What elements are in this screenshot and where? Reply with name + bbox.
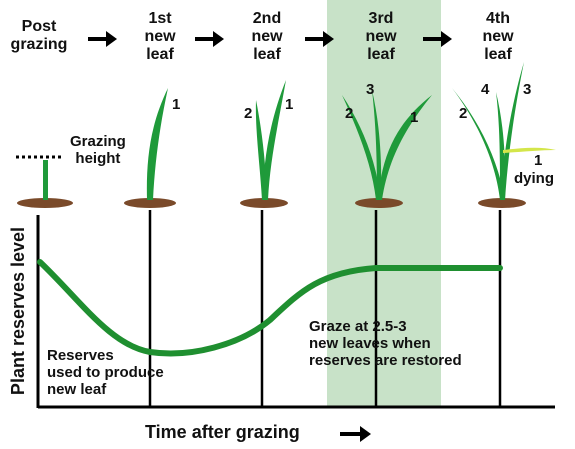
leaf-number: 2	[345, 105, 354, 122]
leaf-number: 1	[285, 96, 294, 113]
stage-label-line: new	[365, 28, 397, 45]
annotation-line: Reserves	[47, 347, 114, 364]
y-axis-label: Plant reserves level	[8, 226, 28, 396]
arrow-right-icon	[340, 426, 371, 442]
stage-label-3rd: 3rd new leaf	[351, 10, 411, 64]
arrow-right-icon	[88, 31, 117, 47]
leaf-number: 4	[481, 81, 490, 98]
annotation-line: reserves are restored	[309, 352, 462, 369]
arrow-right-icon	[195, 31, 224, 47]
grazing-height-line-text: Grazing	[70, 133, 126, 150]
annotation-line: new leaf	[47, 381, 107, 398]
reserves-curve	[37, 259, 503, 357]
plant-stub	[43, 160, 48, 200]
dying-label: dying	[514, 170, 554, 187]
soil-2	[240, 198, 288, 208]
stage-label-post-grazing: Post grazing	[4, 18, 74, 54]
leaf-number: 1	[534, 152, 543, 169]
soil-4	[478, 198, 526, 208]
leaf-number: 1	[172, 96, 181, 113]
leaf-number: 3	[366, 81, 375, 98]
plant-stage-1	[146, 88, 168, 200]
grazing-height-line-text: height	[75, 150, 121, 167]
annotation-line: Graze at 2.5-3	[309, 318, 407, 335]
stage-label-line: new	[144, 28, 176, 45]
stage-label-line: leaf	[146, 46, 174, 63]
arrow-right-icon	[305, 31, 334, 47]
plant-stage-4	[452, 62, 524, 200]
leaf-number: 2	[244, 105, 253, 122]
x-axis-label: Time after grazing	[145, 422, 300, 442]
stage-label-line: leaf	[253, 46, 281, 63]
leaf-number: 2	[459, 105, 468, 122]
stage-label-line: grazing	[10, 36, 68, 53]
reserves-annotation: Reserves used to produce new leaf	[47, 347, 164, 398]
stage-label-2nd: 2nd new leaf	[237, 10, 297, 64]
stage-label-line: 1st	[148, 10, 172, 27]
plant-stage-3	[342, 90, 432, 200]
stage-label-line: Post	[21, 18, 57, 35]
stage-label-line: leaf	[484, 46, 512, 63]
stage-label-4th: 4th new leaf	[468, 10, 528, 64]
leaf-number: 3	[523, 81, 532, 98]
dying-leaf	[503, 147, 556, 153]
soil-0	[17, 198, 73, 208]
stage-label-line: leaf	[367, 46, 395, 63]
stage-label-line: 3rd	[368, 10, 394, 27]
soil-3	[355, 198, 403, 208]
arrow-right-icon	[423, 31, 452, 47]
leaf-number: 1	[410, 109, 419, 126]
soil-1	[124, 198, 176, 208]
grazing-height-label: Grazing height	[70, 133, 126, 167]
graze-annotation: Graze at 2.5-3 new leaves when reserves …	[309, 318, 462, 369]
stage-label-line: new	[482, 28, 514, 45]
stage-label-line: new	[251, 28, 283, 45]
stage-label-line: 4th	[486, 10, 510, 27]
stage-label-1st: 1st new leaf	[130, 10, 190, 64]
plant-stage-2	[255, 80, 286, 200]
annotation-line: new leaves when	[309, 335, 431, 352]
annotation-line: used to produce	[47, 364, 164, 381]
stage-label-line: 2nd	[252, 10, 282, 27]
